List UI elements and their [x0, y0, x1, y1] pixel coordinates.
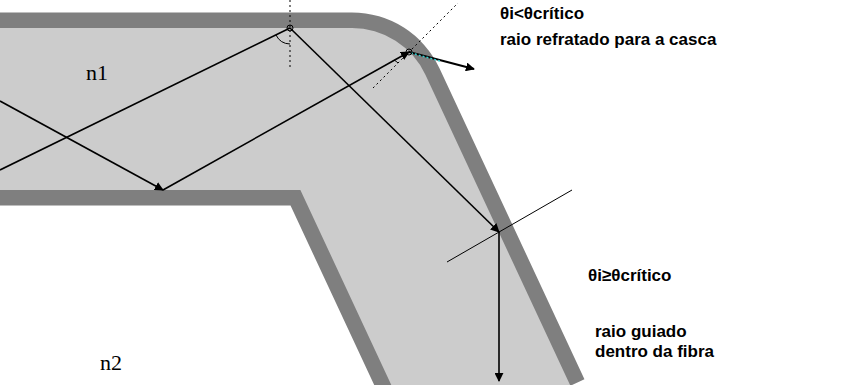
- label-box: raio guiado dentro da fibra: [595, 322, 735, 363]
- light-ray: [0, 101, 163, 190]
- angle-arc: [276, 35, 290, 44]
- refracted-ray-highlight: [411, 53, 440, 61]
- normal-line: [447, 190, 572, 262]
- guided-ray: [498, 232, 500, 381]
- refractive-index: n1: [86, 60, 108, 86]
- label-box: raio refratado para a casca: [500, 30, 716, 50]
- angle-condition: θi<θcrítico: [500, 4, 584, 24]
- normal-line: [373, 3, 458, 88]
- label-box: θi≥θcrítico: [588, 266, 671, 286]
- reflection-point: [406, 49, 412, 55]
- light-ray: [290, 28, 499, 232]
- reflection-point: [287, 25, 293, 31]
- label-box: θi<θcrítico: [500, 4, 584, 24]
- angle-condition: θi≥θcrítico: [588, 266, 671, 286]
- light-ray: [0, 28, 290, 170]
- label-box: n1: [86, 60, 108, 86]
- fiber-cladding: [0, 109, 497, 385]
- refractive-index: n2: [100, 350, 122, 376]
- ray-description: raio guiado dentro da fibra: [595, 322, 735, 363]
- fiber-core: [0, 109, 497, 385]
- ray-description: raio refratado para a casca: [500, 30, 716, 50]
- label-box: n2: [100, 350, 122, 376]
- normal-line: [290, 0, 291, 70]
- refracted-ray: [409, 52, 474, 69]
